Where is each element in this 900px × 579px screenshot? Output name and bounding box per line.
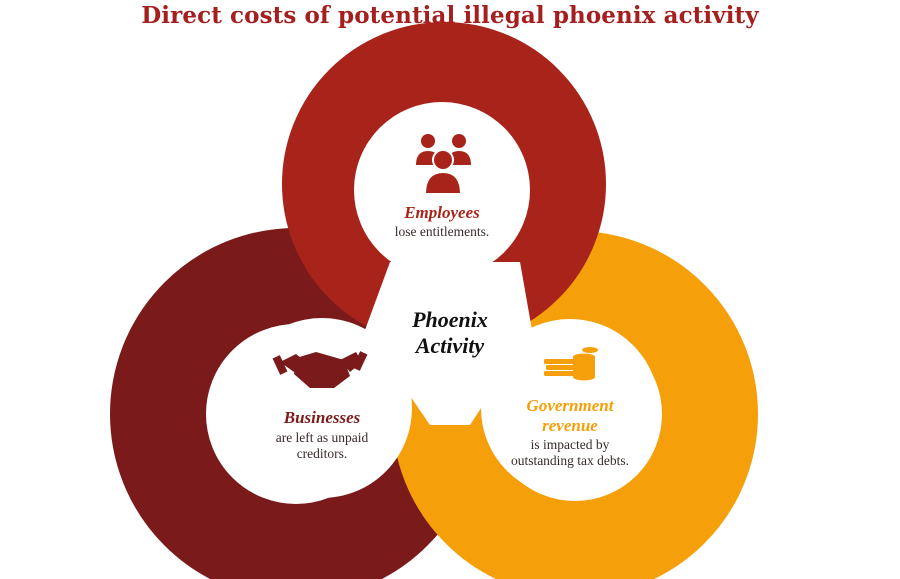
employees-heading: Employees <box>404 203 480 222</box>
government-text-line2: outstanding tax debts. <box>510 453 630 468</box>
coins-cash-icon <box>544 347 598 381</box>
page-title: Direct costs of potential illegal phoeni… <box>141 2 759 29</box>
handshake-icon <box>272 351 368 388</box>
government-heading-line1: Government <box>526 396 614 415</box>
businesses-text-line1: are left as unpaid <box>275 430 369 445</box>
employees-text: lose entitlements. <box>394 224 490 239</box>
government-heading-line2: revenue <box>542 416 598 435</box>
center-label-line1: Phoenix <box>412 307 488 332</box>
people-group-icon <box>416 134 471 195</box>
businesses-text-line2: creditors. <box>296 446 348 461</box>
businesses-heading: Businesses <box>283 408 361 427</box>
center-label-line2: Activity <box>415 333 485 358</box>
government-disc <box>481 319 659 497</box>
government-text-line1: is impacted by <box>530 437 610 452</box>
center-label: Phoenix Activity <box>373 307 527 359</box>
